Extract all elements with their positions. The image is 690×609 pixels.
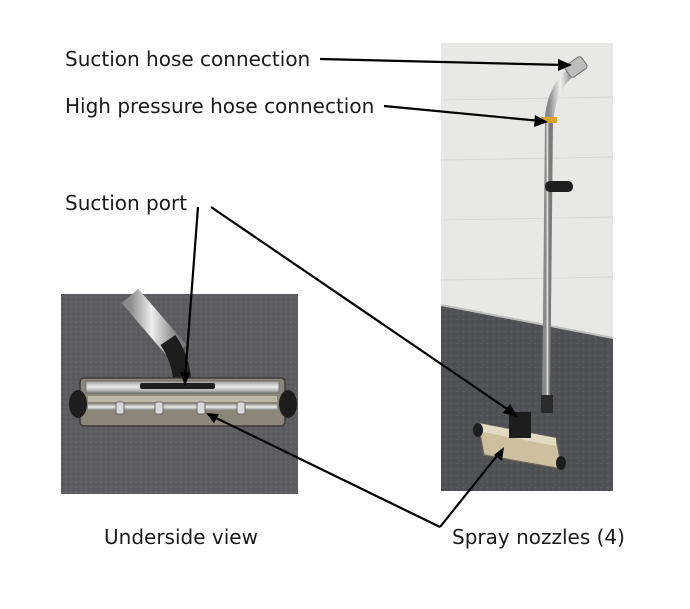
underside-head-photo	[61, 288, 298, 494]
arrowhead-icon	[558, 59, 572, 71]
arrowhead-icon	[180, 372, 190, 386]
arrow-heads	[180, 59, 572, 461]
arrowhead-icon	[494, 447, 504, 461]
label-spray-nozzles: Spray nozzles (4)	[452, 525, 625, 549]
upright-wand-photo	[440, 43, 614, 491]
arrowhead-icon	[206, 413, 219, 423]
label-high-pressure-hose-connection: High pressure hose connection	[65, 94, 375, 118]
handle-grip-icon	[545, 181, 573, 192]
callout-lines	[183, 57, 566, 528]
arrowhead-icon	[534, 115, 548, 127]
label-underside-view: Underside view	[104, 525, 258, 549]
label-suction-hose-connection: Suction hose connection	[65, 47, 311, 71]
arrowhead-icon	[503, 404, 518, 417]
label-suction-port: Suction port	[65, 191, 188, 215]
